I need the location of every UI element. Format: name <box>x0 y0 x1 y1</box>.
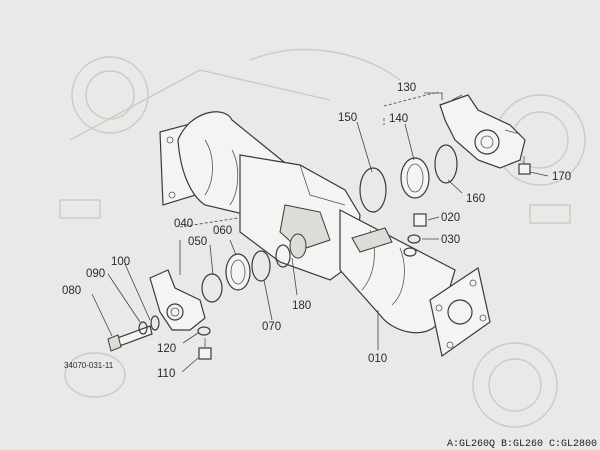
model-note: A:GL260Q B:GL260 C:GL2800 <box>447 439 597 450</box>
label-100: 100 <box>111 256 130 268</box>
label-130: 130 <box>397 82 416 94</box>
left-seal-rings <box>201 233 307 303</box>
figure-id: 34070-031-11 <box>64 361 114 370</box>
axle-housing <box>159 111 491 358</box>
label-050: 050 <box>188 236 207 248</box>
label-060: 060 <box>213 225 232 237</box>
label-180: 180 <box>292 300 311 312</box>
label-020: 020 <box>441 212 460 224</box>
lower-bolt-set <box>197 326 212 360</box>
label-080: 080 <box>62 285 81 297</box>
label-040: 040 <box>174 218 193 230</box>
label-010: 010 <box>368 353 387 365</box>
background-ghost-print <box>59 48 586 428</box>
left-knuckle <box>149 269 206 331</box>
label-110: 110 <box>157 368 175 380</box>
label-160: 160 <box>466 193 485 205</box>
right-seal-rings <box>359 144 458 213</box>
label-070: 070 <box>262 321 281 333</box>
label-140: 140 <box>389 113 408 125</box>
leader-lines <box>91 91 549 373</box>
right-knuckle <box>439 94 531 175</box>
label-120: 120 <box>157 343 176 355</box>
plug-and-washer <box>407 213 427 244</box>
label-090: 090 <box>86 268 105 280</box>
label-170: 170 <box>552 171 571 183</box>
part-labels: 130 150 140 160 170 020 030 040 050 060 … <box>62 82 571 380</box>
label-150: 150 <box>338 112 357 124</box>
label-030: 030 <box>441 234 460 246</box>
left-bolt-set <box>107 315 160 352</box>
